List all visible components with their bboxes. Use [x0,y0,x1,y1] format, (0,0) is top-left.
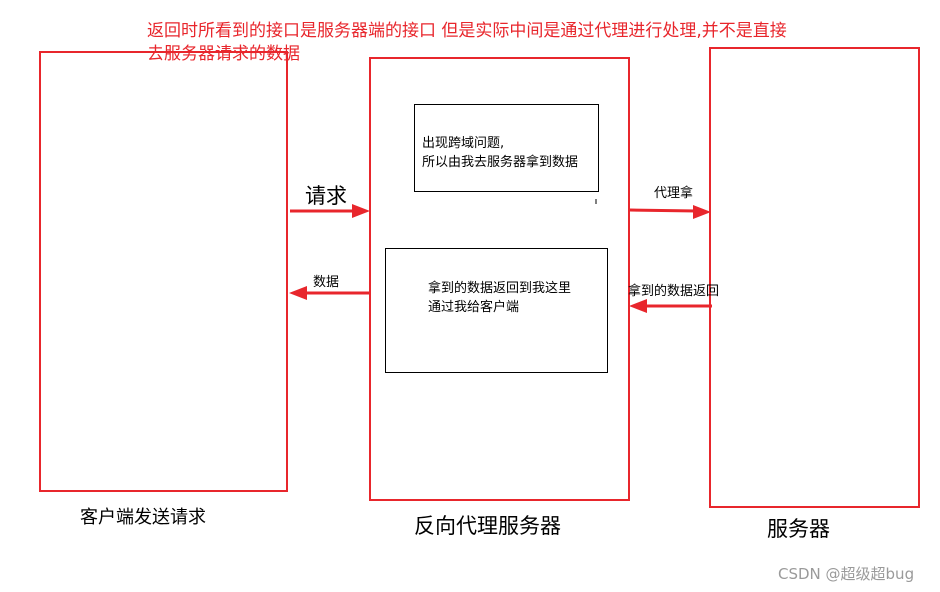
data-return-arrow [289,286,369,300]
proxy-note-2-line-1: 拿到的数据返回到我这里 [428,281,572,296]
proxy-box [369,57,630,501]
note-line-1: 返回时所看到的接口是服务器端的接口 但是实际中间是通过代理进行处理,并不是直接 [147,21,787,41]
client-caption: 客户端发送请求 [80,507,206,528]
proxy-fetch-arrow [629,205,711,219]
fetched-return-label: 拿到的数据返回 [628,284,720,299]
proxy-note-box-2: 拿到的数据返回到我这里 通过我给客户端 [385,248,608,373]
server-return-arrow [629,299,712,313]
proxy-note-1-line-2: 所以由我去服务器拿到数据 [422,155,579,170]
proxy-note-2-line-2: 通过我给客户端 [428,300,520,315]
request-arrow [290,204,370,218]
server-caption: 服务器 [767,517,830,541]
note-line-2: 去服务器请求的数据 [147,44,300,64]
proxy-caption: 反向代理服务器 [414,514,561,538]
proxy-note-1-line-1: 出现跨域问题, [422,136,505,151]
proxy-note-box-1: 出现跨域问题, 所以由我去服务器拿到数据 [414,104,599,192]
data-label: 数据 [313,275,340,290]
request-label: 请求 [305,184,347,208]
server-box [709,47,920,508]
client-box [39,51,288,492]
csdn-watermark: CSDN @超级超bug [778,565,915,583]
proxy-fetch-label: 代理拿 [654,186,694,201]
